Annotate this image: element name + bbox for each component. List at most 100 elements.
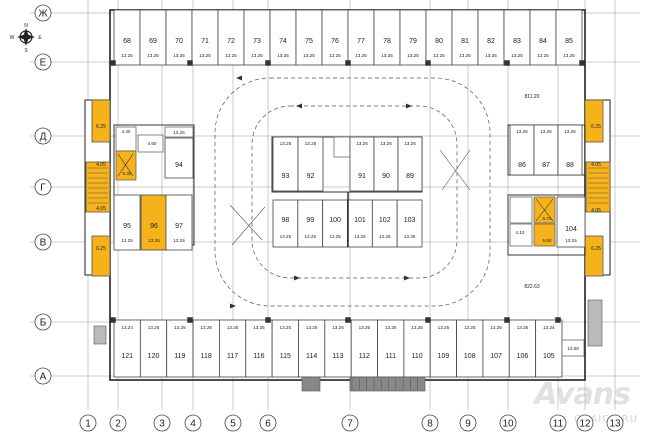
parking-space xyxy=(192,319,220,378)
axis-bubble xyxy=(153,414,171,432)
parking-space xyxy=(373,136,399,192)
parking-space xyxy=(140,194,168,251)
stair-area-label: 4.05 xyxy=(96,162,106,168)
axis-label-row: В xyxy=(40,238,47,249)
parking-space xyxy=(139,9,167,66)
direction-arrow xyxy=(236,75,242,81)
stair-area-label: 6.25 xyxy=(96,246,106,252)
space-area-small: 13.68 xyxy=(567,346,579,351)
space-area: 13.25 xyxy=(404,141,416,146)
column xyxy=(110,60,116,66)
space-area: 13.25 xyxy=(121,238,133,243)
compass-east: E xyxy=(38,35,42,41)
parking-space xyxy=(347,9,375,66)
space-area: 13.25 xyxy=(517,325,529,330)
axis-bubble xyxy=(459,414,477,432)
axis-label-col: 7 xyxy=(347,419,353,430)
column xyxy=(425,60,431,66)
space-area: 13.25 xyxy=(380,141,392,146)
axis-bubble xyxy=(184,414,202,432)
space-number: 114 xyxy=(306,353,317,360)
small-room-yellow xyxy=(533,223,556,247)
space-area: 13.25 xyxy=(121,53,133,58)
direction-arrow xyxy=(294,275,300,281)
space-number: 97 xyxy=(175,223,183,230)
circulation-inner xyxy=(251,105,458,279)
space-area: 13.25 xyxy=(411,325,423,330)
space-area: 13.25 xyxy=(148,325,160,330)
axis-bubble xyxy=(606,414,624,432)
compass-south: S xyxy=(24,48,28,54)
parking-space xyxy=(350,319,378,378)
axis-label-col: 1 xyxy=(85,419,91,430)
axis-bubble xyxy=(224,414,242,432)
axis-bubble xyxy=(34,367,52,385)
axis-bubble xyxy=(259,414,277,432)
axis-bubble xyxy=(34,178,52,196)
space-area: 13.25 xyxy=(199,53,211,58)
space-number: 118 xyxy=(201,353,212,360)
axis-label-col: 11 xyxy=(553,419,564,430)
stair-zone-right xyxy=(584,235,604,277)
space-number: 75 xyxy=(305,38,313,45)
space-area: 13.25 xyxy=(433,53,445,58)
parking-space xyxy=(113,9,141,66)
parking-space xyxy=(557,124,583,176)
axis-bubble xyxy=(34,127,52,145)
space-area: 13.25 xyxy=(173,130,185,135)
axis-label-col: 9 xyxy=(465,419,471,430)
column xyxy=(187,317,193,323)
column xyxy=(187,60,193,66)
space-area: 13.25 xyxy=(464,325,476,330)
parking-space xyxy=(272,136,299,192)
parking-space xyxy=(271,319,299,378)
space-number: 100 xyxy=(329,217,341,224)
space-area: 13.25 xyxy=(225,53,237,58)
compass-north: N xyxy=(24,23,28,29)
space-area: 13.25 xyxy=(305,234,317,239)
space-area: 13.25 xyxy=(485,53,497,58)
space-number: 78 xyxy=(383,38,391,45)
axis-bubble xyxy=(79,414,97,432)
stair-area-label: 4.05 xyxy=(96,206,106,212)
space-number: 98 xyxy=(282,217,290,224)
axis-bubble xyxy=(549,414,567,432)
space-number: 116 xyxy=(253,353,264,360)
space-number: 96 xyxy=(150,223,158,230)
space-area: 13.25 xyxy=(280,141,292,146)
compass-west: W xyxy=(10,35,15,41)
space-number: 87 xyxy=(542,162,550,169)
ramp-line xyxy=(441,149,471,191)
axis-label-col: 6 xyxy=(265,419,271,430)
space-number: 103 xyxy=(404,217,416,224)
parking-space xyxy=(482,319,510,378)
space-area: 13.25 xyxy=(173,238,185,243)
parking-space xyxy=(322,199,348,248)
outdoor-element xyxy=(301,376,321,392)
direction-arrow xyxy=(406,103,412,109)
axis-label-col: 13 xyxy=(609,419,621,430)
space-area-small: 4.10 xyxy=(516,230,525,235)
parking-space xyxy=(508,319,537,378)
axis-label-col: 12 xyxy=(579,419,591,430)
space-area: 13.25 xyxy=(407,53,419,58)
parking-space xyxy=(164,137,194,179)
space-area: 13.25 xyxy=(379,234,391,239)
axis-label-col: 8 xyxy=(427,419,433,430)
parking-space xyxy=(456,319,484,378)
utility-room xyxy=(333,136,351,158)
axis-label-col: 3 xyxy=(159,419,165,430)
axis-bubble xyxy=(34,53,52,71)
space-area: 13.25 xyxy=(404,234,416,239)
axis-label-row: Е xyxy=(40,58,47,69)
space-number: 90 xyxy=(382,173,390,180)
space-number: 79 xyxy=(409,38,417,45)
column xyxy=(504,60,510,66)
axis-bubble xyxy=(34,233,52,251)
parking-space xyxy=(269,9,297,66)
space-area: 13.25 xyxy=(280,234,292,239)
parking-space xyxy=(298,319,326,378)
parking-space xyxy=(347,199,373,248)
space-area: 13.25 xyxy=(565,238,577,243)
